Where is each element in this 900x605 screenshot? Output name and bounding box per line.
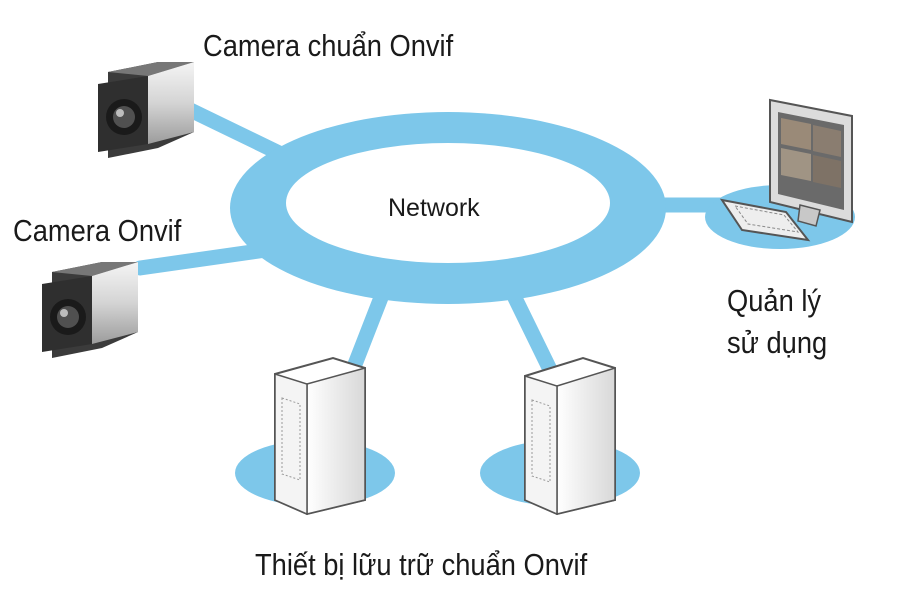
camera-label: Camera Onvif — [13, 213, 182, 248]
management-label-line1: Quản lý — [727, 283, 822, 318]
ip-camera-icon — [42, 262, 138, 358]
ip-camera-icon — [98, 62, 194, 158]
server-icon — [274, 356, 366, 516]
storage-label: Thiết bị lữu trữ chuẩn Onvif — [255, 547, 588, 582]
camera-standard-label: Camera chuẩn Onvif — [203, 28, 454, 63]
computer-workstation-icon — [719, 98, 853, 242]
server-icon — [524, 356, 616, 516]
management-label-line2: sử dụng — [727, 325, 828, 360]
network-label: Network — [388, 194, 480, 222]
network-hub — [286, 143, 610, 263]
